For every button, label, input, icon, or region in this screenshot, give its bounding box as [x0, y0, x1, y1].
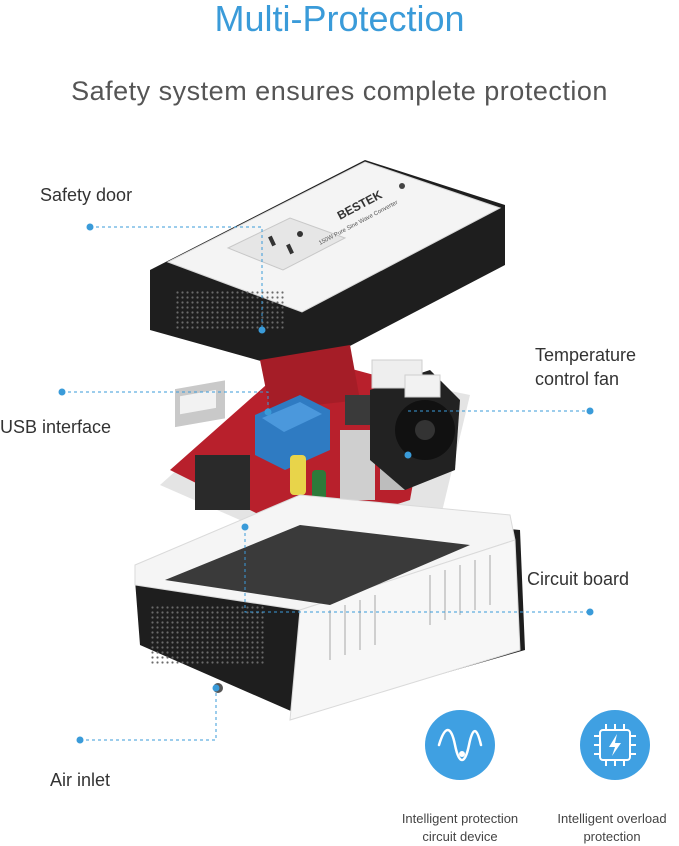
- callout-circuit-board: Circuit board: [527, 569, 630, 589]
- bottom-case: [134, 494, 525, 721]
- callout-safety-door: Safety door: [40, 185, 133, 205]
- sine-wave-icon: [425, 710, 495, 780]
- callout-temperature-fan: Temperature control fan: [535, 343, 636, 391]
- feature-protection-circuit-line1: Intelligent protection: [401, 811, 519, 826]
- callout-temperature-fan-line2: control fan: [535, 369, 620, 389]
- callout-usb-interface: USB interface: [0, 417, 112, 437]
- feature-overload-line2: protection: [583, 829, 641, 844]
- leader-lines: [62, 226, 590, 741]
- callout-temperature-fan-line1: Temperature: [535, 345, 637, 365]
- feature-overload-label: Intelligent overload protection: [545, 810, 679, 846]
- page-subtitle: Safety system ensures complete protectio…: [71, 76, 608, 106]
- feature-protection-circuit-label: Intelligent protection circuit device: [380, 810, 540, 846]
- top-cover: [150, 160, 505, 372]
- chip-lightning-icon: [580, 710, 650, 780]
- feature-overload-line1: Intelligent overload: [557, 811, 667, 826]
- feature-protection-circuit-line2: circuit device: [422, 829, 498, 844]
- page-title: Multi-Protection: [214, 0, 465, 39]
- callout-air-inlet: Air inlet: [50, 770, 111, 790]
